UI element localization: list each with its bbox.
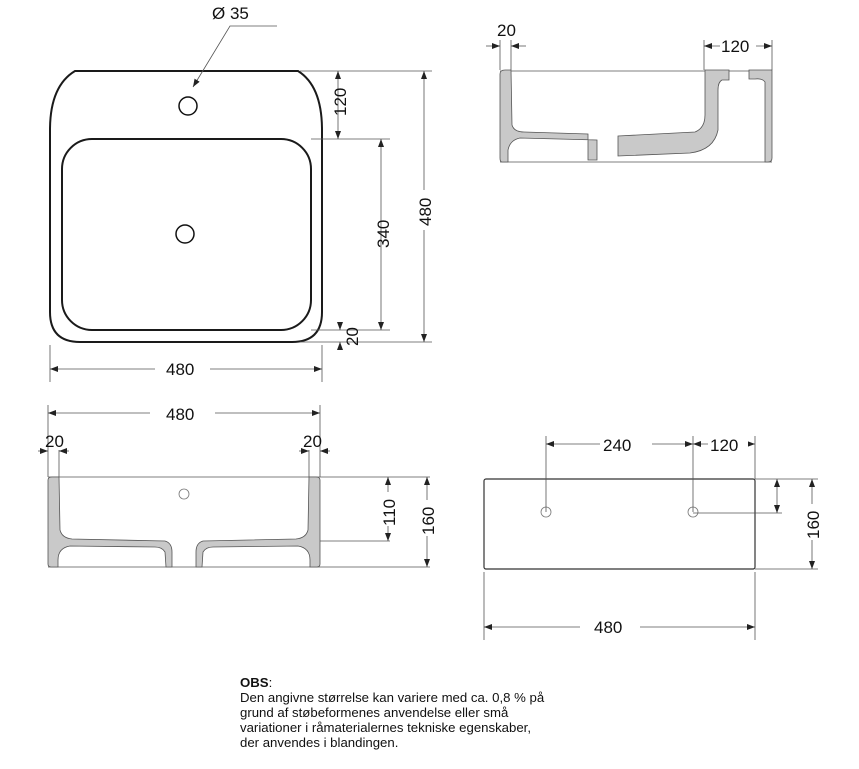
- dim-inner-depth: 110: [380, 499, 399, 526]
- elevation-outline: [483, 478, 756, 570]
- dim-tap-offset: 120: [721, 37, 749, 56]
- drain-hole: [175, 224, 195, 244]
- dim-height: 160: [804, 511, 823, 539]
- front-section: 480 20 20 110 160: [38, 402, 438, 568]
- note-title: OBS:: [240, 675, 273, 690]
- dim-width: 480: [166, 360, 194, 379]
- note-line: der anvendes i blandingen.: [240, 735, 399, 750]
- dim-width: 480: [166, 405, 194, 424]
- plan-view: Ø 35 120 340 480 20 480: [49, 4, 435, 382]
- basin-outline: [61, 138, 312, 331]
- dim-width: 480: [594, 618, 622, 637]
- note-line: variationer i råmaterialernes tekniske e…: [240, 720, 532, 735]
- tap-hole: [178, 96, 198, 116]
- hole-diameter-label: Ø 35: [212, 4, 249, 23]
- dim-basin: 340: [374, 220, 393, 248]
- side-section: 20 120: [486, 21, 773, 163]
- dim-hole-edge: 120: [710, 436, 738, 455]
- dim-wall: 20: [497, 21, 516, 40]
- dim-wall-right: 20: [303, 432, 322, 451]
- note-line: Den angivne størrelse kan variere med ca…: [240, 690, 545, 705]
- hole-leader-line: [192, 25, 277, 88]
- dim-rim: 20: [343, 327, 362, 346]
- dim-wall-left: 20: [45, 432, 64, 451]
- front-elevation: 240 120 160 480: [483, 434, 823, 640]
- dim-depth: 480: [416, 198, 435, 226]
- note: OBS: Den angivne størrelse kan variere m…: [240, 675, 620, 750]
- note-line: grund af støbeformenes anvendelse eller …: [240, 705, 509, 720]
- tap-hole: [178, 488, 190, 500]
- dim-hole-spacing: 240: [603, 436, 631, 455]
- dim-height: 160: [419, 507, 438, 535]
- dim-tap-offset: 120: [331, 88, 350, 116]
